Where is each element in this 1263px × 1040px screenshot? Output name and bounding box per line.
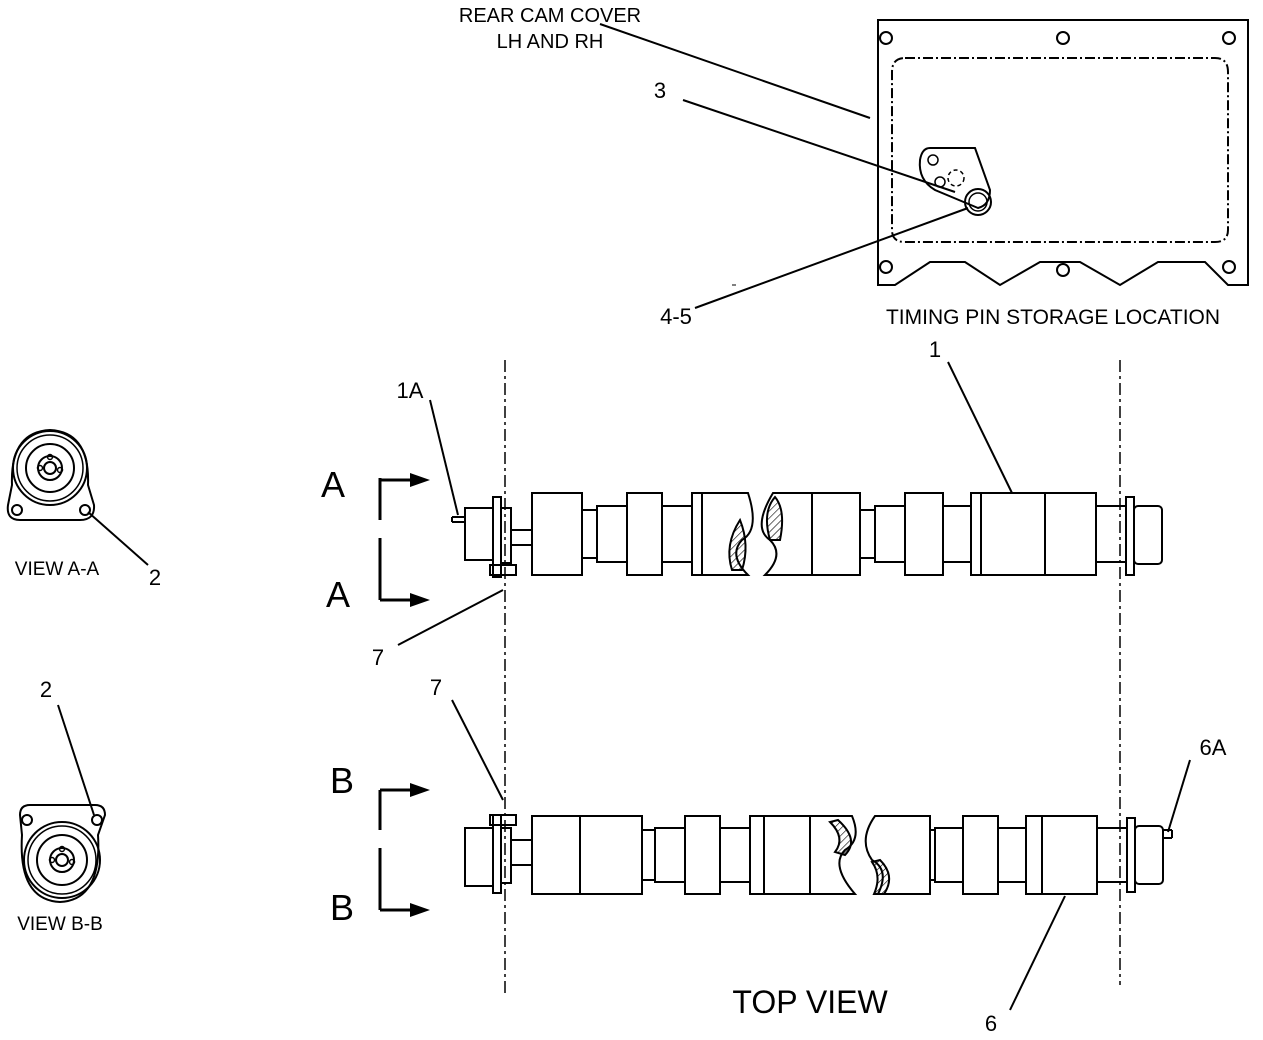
- section-b-bottom: B: [330, 887, 354, 928]
- lower-camshaft: [464, 814, 1173, 895]
- rear-cam-cover: [599, 19, 1249, 309]
- view-b-b-caption: VIEW B-B: [17, 914, 103, 935]
- callout-1-leader: [947, 361, 1013, 494]
- view-a-a-drawing: [6, 428, 149, 566]
- callout-6: 6: [985, 1011, 997, 1036]
- section-a-top: A: [321, 464, 345, 505]
- callout-4-5: 4-5: [660, 304, 692, 329]
- callout-1a-leader: [429, 399, 459, 516]
- callout-7-lower: 7: [430, 675, 442, 700]
- centerlines: [504, 360, 1121, 995]
- cover-caption: TIMING PIN STORAGE LOCATION: [886, 306, 1220, 329]
- callout-7-upper-leader: [397, 589, 504, 646]
- section-b-marker: [378, 783, 430, 917]
- callout-6a-leader: [1167, 759, 1191, 833]
- callout-3: 3: [654, 78, 666, 103]
- cover-title-line2: LH AND RH: [497, 31, 604, 53]
- upper-camshaft: [451, 492, 1163, 578]
- top-view-caption: TOP VIEW: [732, 984, 888, 1020]
- callout-7-upper: 7: [372, 645, 384, 670]
- callout-1: 1: [929, 337, 941, 362]
- callout-6a: 6A: [1200, 735, 1227, 760]
- view-b-b-callout-2: 2: [40, 677, 52, 702]
- view-b-b-drawing: [18, 704, 107, 904]
- section-b-top: B: [330, 760, 354, 801]
- section-a-marker: [378, 473, 430, 607]
- view-a-a-callout-2: 2: [149, 565, 161, 590]
- cover-title-line1: REAR CAM COVER: [459, 5, 641, 27]
- callout-7-lower-leader: [451, 699, 504, 801]
- callout-6-leader: [1009, 895, 1066, 1011]
- callout-1a: 1A: [397, 378, 424, 403]
- view-a-a-caption: VIEW A-A: [15, 559, 100, 580]
- section-a-bottom: A: [326, 574, 350, 615]
